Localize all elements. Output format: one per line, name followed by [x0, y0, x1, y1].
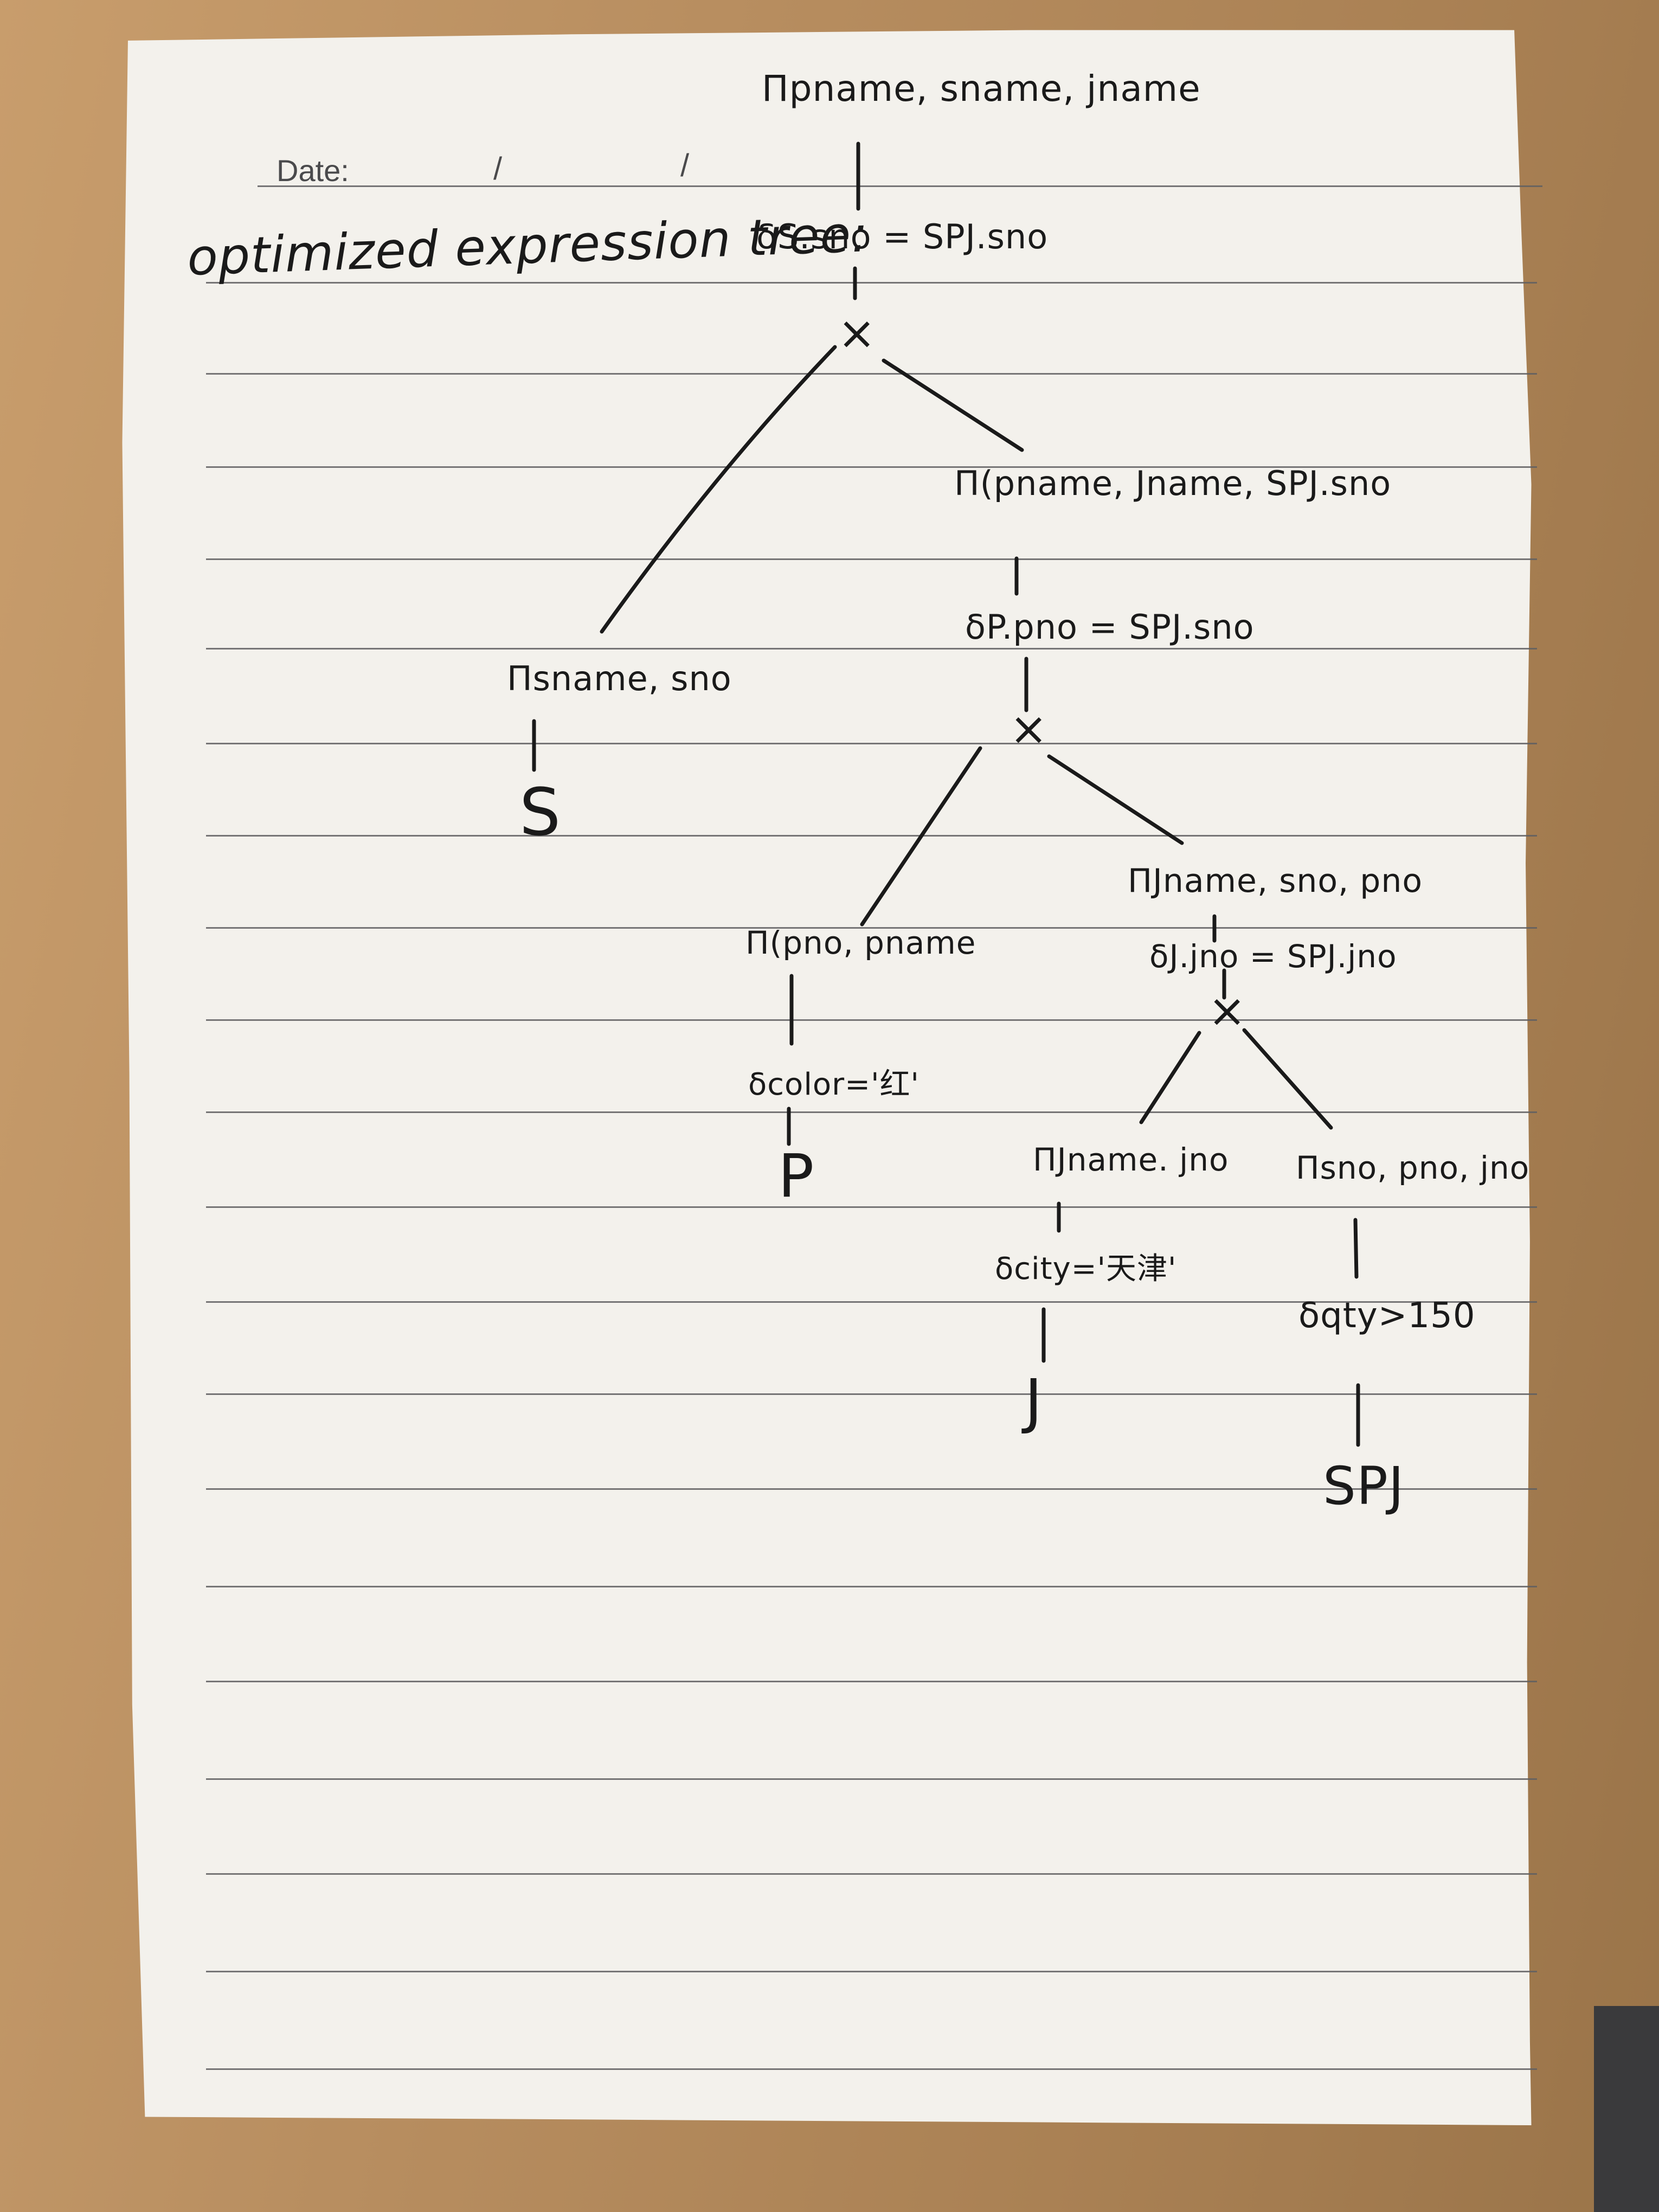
p-selection-node: δcolor='红'	[748, 1067, 919, 1102]
edge-root-join-left	[600, 345, 837, 634]
spj-relation-node: SPJ	[1323, 1456, 1405, 1516]
edge-mid-join-right	[1047, 754, 1184, 845]
edge-mid-join-left	[860, 746, 982, 927]
notebook-page	[122, 30, 1532, 2125]
edge-jr-join-left	[1139, 1031, 1201, 1124]
date-separator-2: /	[680, 148, 690, 183]
edge-spj-proj-sel	[1353, 1218, 1359, 1279]
date-separator-1: /	[493, 151, 503, 187]
left-relation-node: S	[519, 775, 562, 851]
date-label: Date:	[276, 153, 349, 188]
desk-corner-object	[1594, 2006, 1659, 2212]
mid-join-node: ×	[1009, 702, 1049, 755]
spj-selection-node: δqty>150	[1298, 1296, 1476, 1336]
left-projection-node: Πsname, sno	[507, 659, 732, 698]
mid-selection-node: δP.pno = SPJ.sno	[965, 607, 1255, 647]
spj-projection-node: Πsno, pno, jno	[1296, 1149, 1530, 1186]
root-join-node: ×	[838, 306, 877, 359]
jr-projection-node: ΠJname, sno, pno	[1128, 862, 1423, 900]
p-relation-node: P	[778, 1141, 815, 1211]
root-projection-node: Πpname, sname, jname	[762, 68, 1201, 110]
j-relation-node: J	[1025, 1366, 1043, 1436]
j-selection-node: δcity='天津'	[995, 1251, 1177, 1287]
p-projection-node: Π(pno, pname	[745, 924, 976, 961]
edge-root-join-right	[882, 358, 1024, 452]
edge-jr-join-right	[1242, 1028, 1333, 1130]
jr-selection-node: δJ.jno = SPJ.jno	[1149, 938, 1397, 975]
mid-projection-node: Π(pname, Jname, SPJ.sno	[954, 464, 1392, 503]
jr-join-node: ×	[1208, 984, 1247, 1037]
j-projection-node: ΠJname. jno	[1033, 1141, 1229, 1178]
root-selection-node: δS.sno = SPJ.sno	[756, 217, 1049, 256]
